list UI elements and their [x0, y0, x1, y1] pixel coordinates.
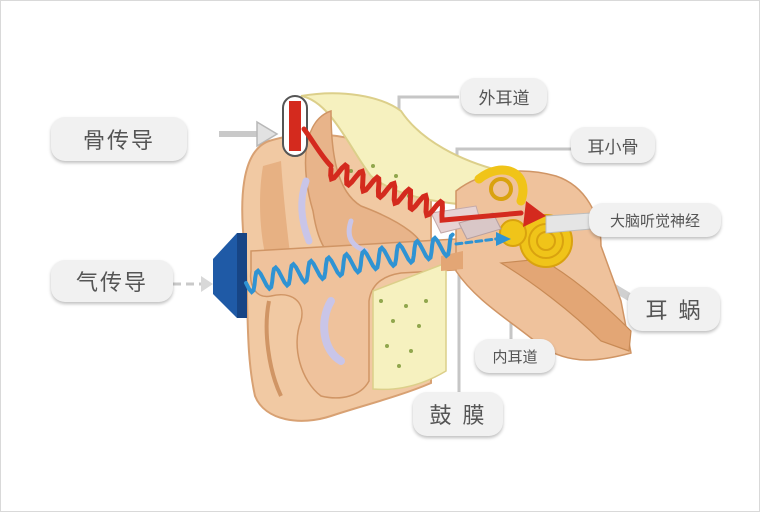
ear-canal-label: 外耳道 [461, 78, 547, 114]
ossicles-label: 耳小骨 [571, 127, 655, 163]
bone-conduction-transducer-icon [282, 95, 308, 157]
inner-canal-label: 内耳道 [475, 339, 555, 373]
cochlea-label: 耳 蜗 [628, 287, 720, 331]
bone-conduction-wave [301, 126, 524, 223]
speaker-icon [213, 233, 247, 318]
bone-conduction-label: 骨传导 [51, 117, 187, 161]
air-conduction-wave-inner [454, 237, 498, 246]
bone-wave-arrowhead [523, 201, 546, 227]
brain-nerve-label: 大脑听觉神经 [589, 203, 721, 237]
air-conduction-wave [244, 232, 455, 295]
air-conduction-label: 气传导 [51, 260, 173, 302]
air-wave-arrowhead [496, 232, 511, 246]
eardrum-label: 鼓 膜 [413, 392, 503, 436]
